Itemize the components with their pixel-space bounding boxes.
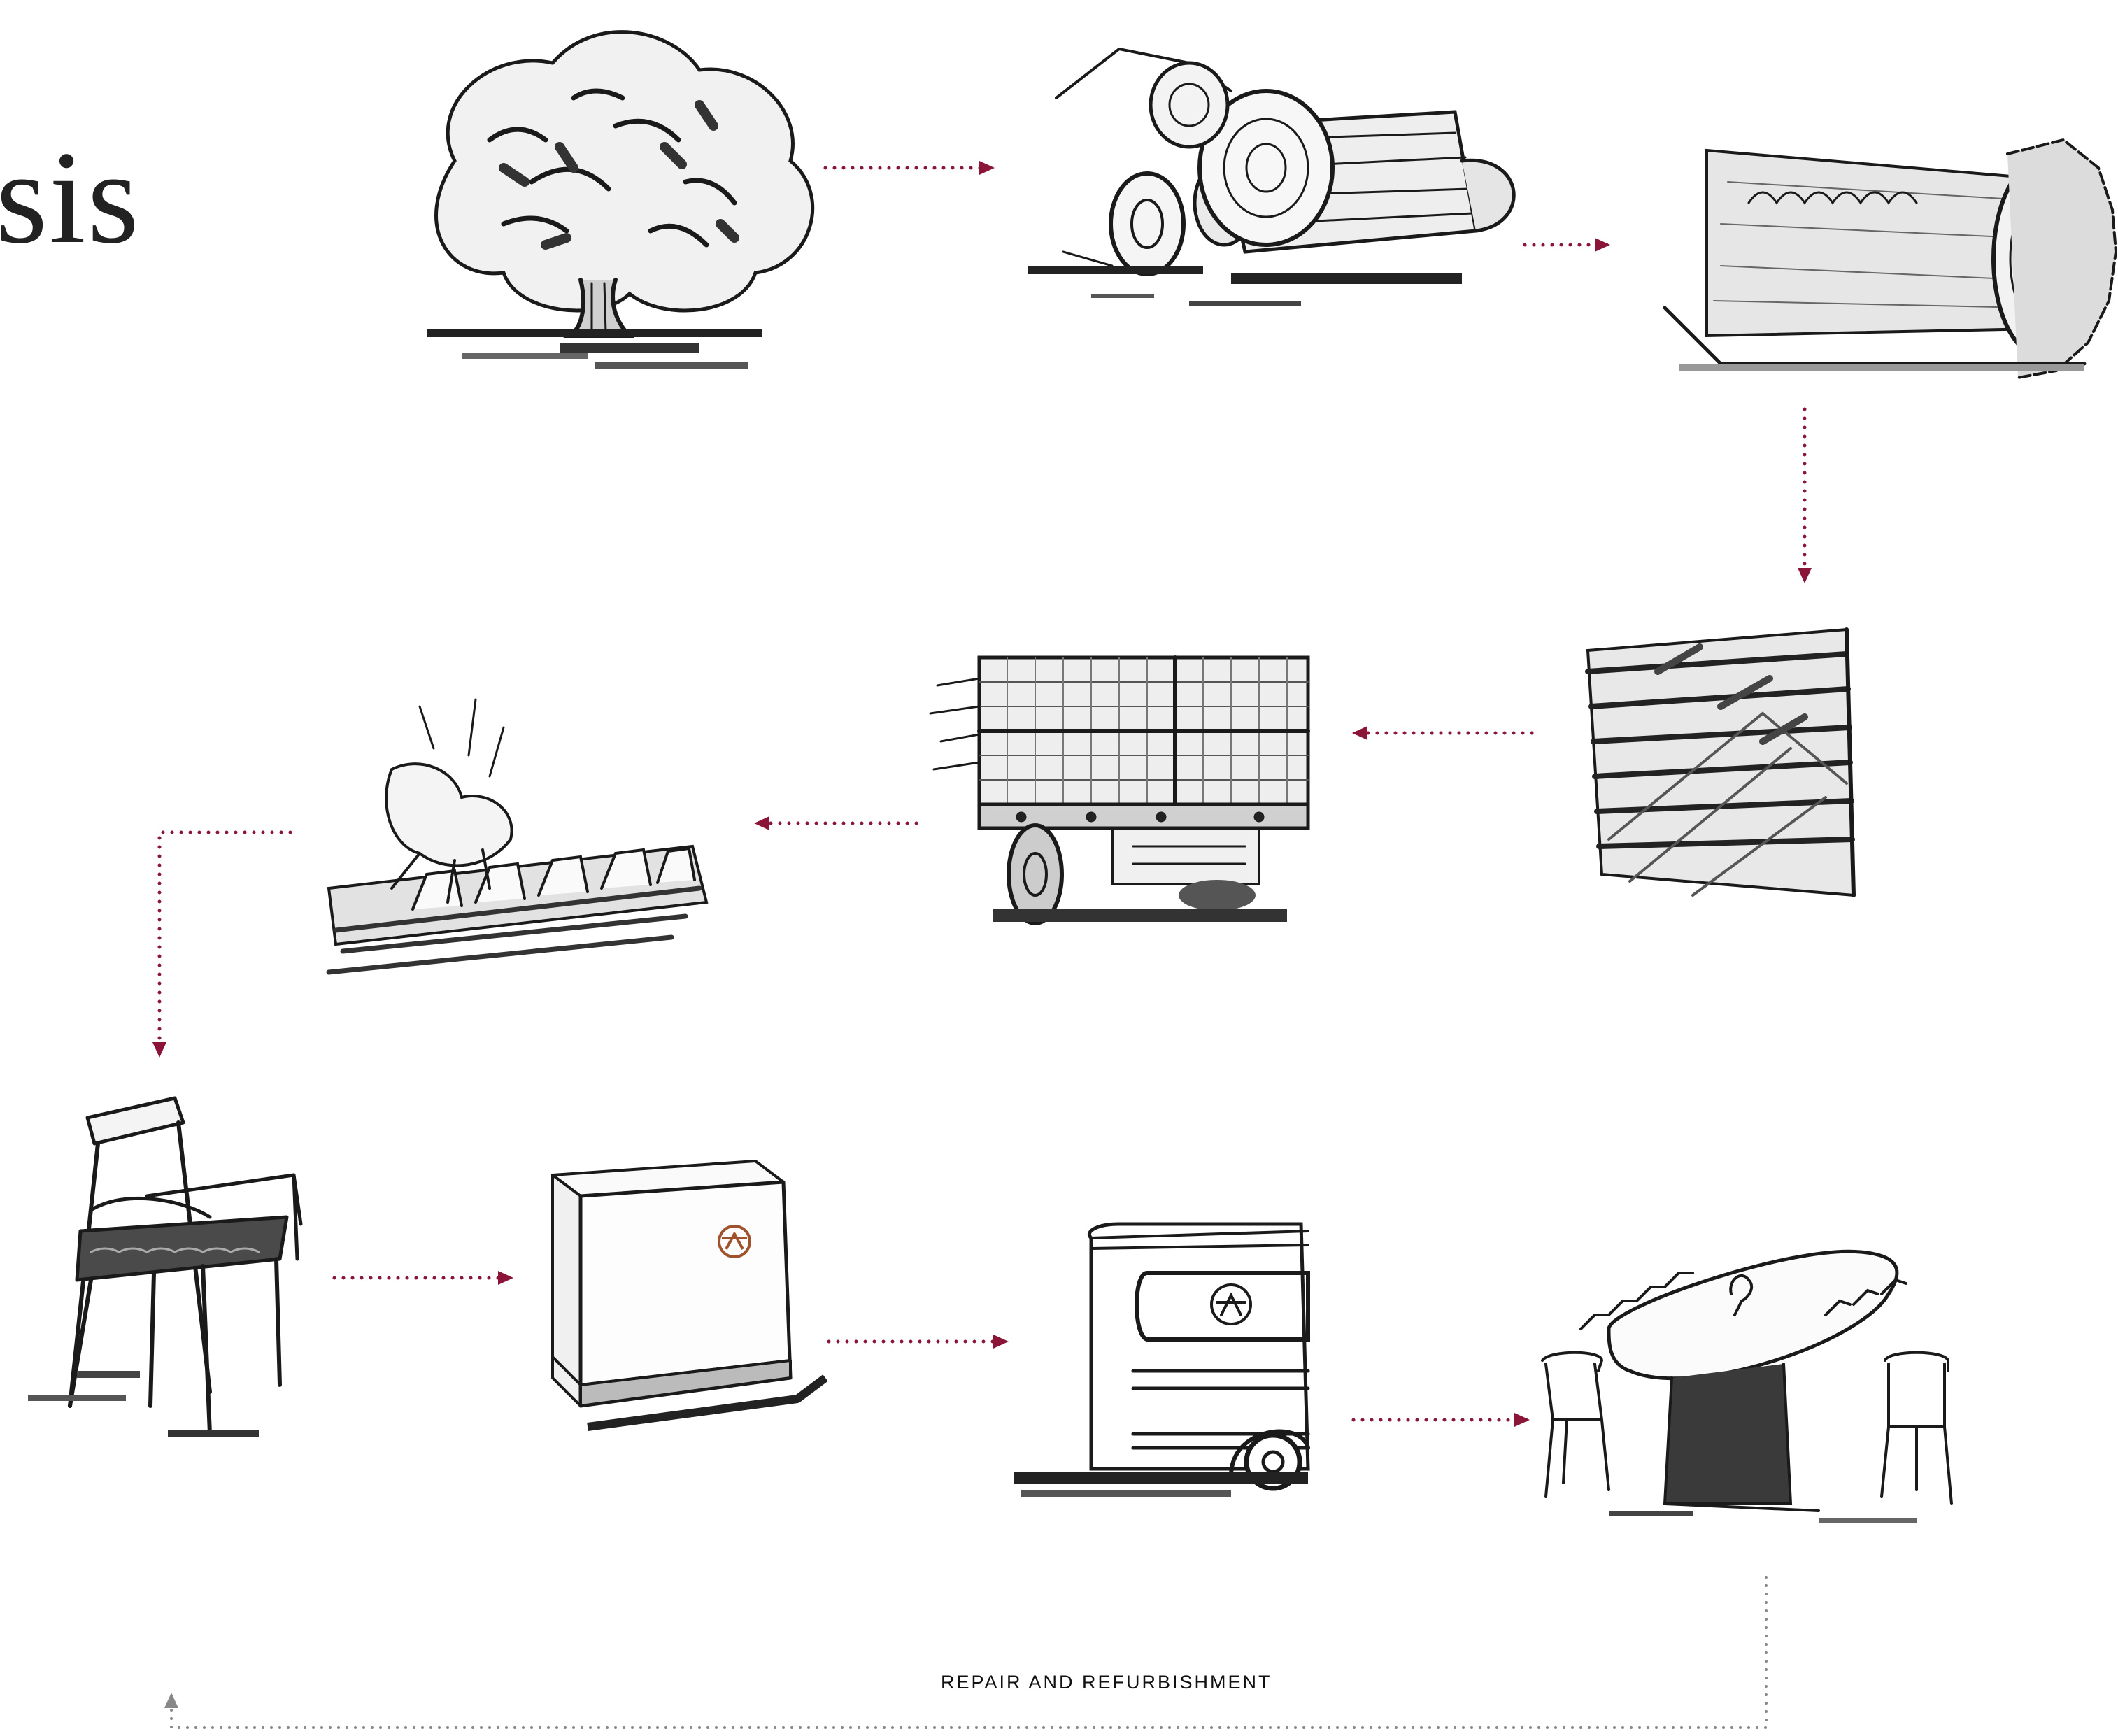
hand-woodworking-sketch-icon: [329, 699, 706, 972]
timber-truck-sketch-icon: [930, 657, 1308, 923]
repair-loop-arrow: [171, 1577, 1766, 1728]
oak-tree-sketch-icon: [427, 32, 813, 369]
arrow-woodworking-to-chair: [159, 832, 290, 1056]
harvested-logs-sketch-icon: [1028, 49, 1514, 306]
armchair-sketch-icon: [28, 1098, 301, 1437]
sawmill-blade-sketch-icon: [1665, 140, 2116, 378]
repair-loop-label: REPAIR AND REFURBISHMENT: [941, 1672, 1272, 1693]
packaged-crate-sketch-icon: [553, 1161, 825, 1427]
drying-planks-stack-sketch-icon: [1588, 629, 1854, 895]
delivery-van-sketch-icon: [1014, 1224, 1308, 1497]
dining-table-with-chairs-sketch-icon: [1542, 1251, 1952, 1523]
